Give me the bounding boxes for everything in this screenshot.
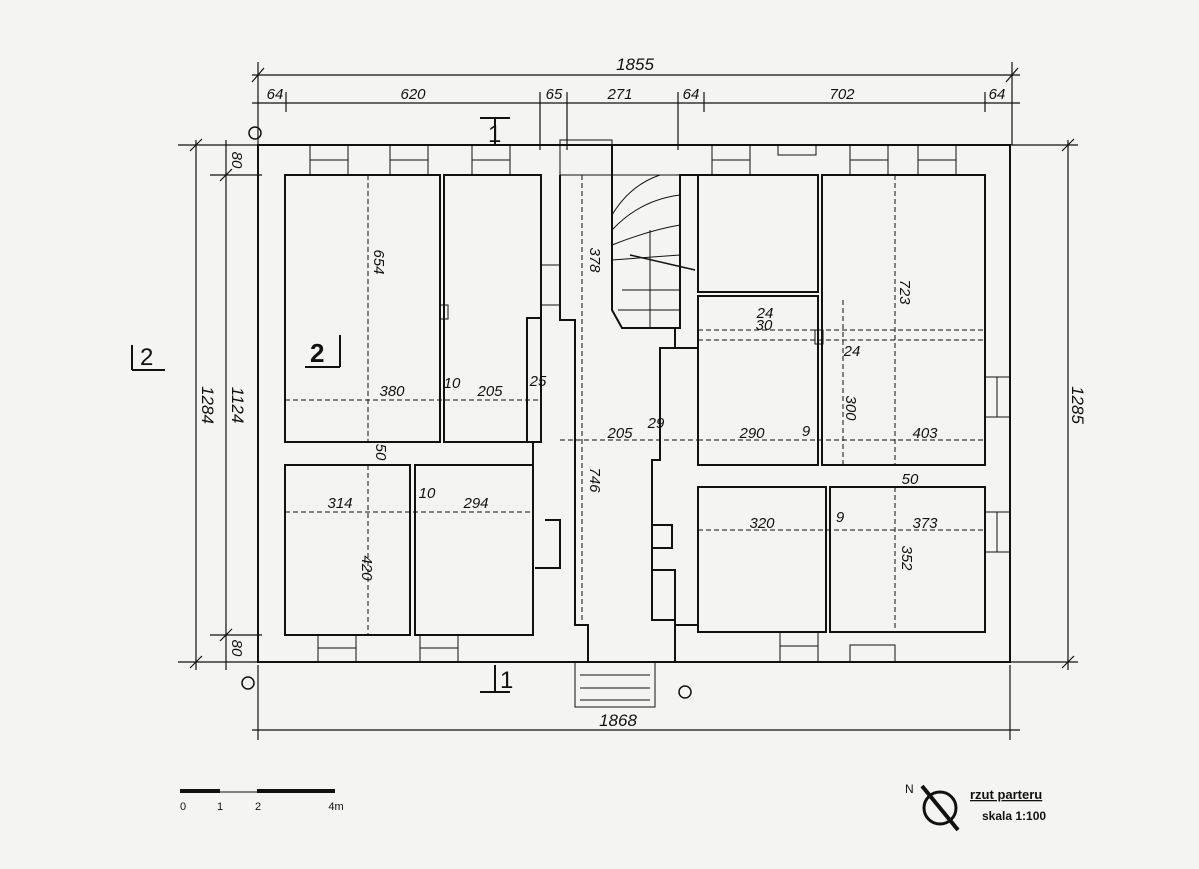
section-markers	[131, 117, 510, 693]
dim-r25: 25	[529, 373, 547, 390]
dim-top-4: 64	[683, 86, 700, 103]
dim-r24b: 24	[843, 343, 861, 360]
section-2-left: 2	[140, 344, 153, 371]
dim-left-wall-bottom: 80	[228, 640, 245, 657]
section-2-room: 2	[310, 338, 324, 368]
dim-r380: 380	[379, 383, 405, 400]
section-1-top: 1	[488, 121, 501, 148]
dim-r654: 654	[370, 249, 387, 274]
dim-r290: 290	[738, 425, 765, 442]
dimension-lines	[178, 62, 1078, 740]
dim-r50b: 50	[902, 471, 919, 488]
dim-top-6: 64	[989, 86, 1006, 103]
dim-top-3: 271	[606, 86, 632, 103]
dim-r746: 746	[586, 467, 603, 493]
dim-top-1: 620	[400, 86, 426, 103]
dim-left-total: 1284	[198, 386, 217, 424]
north-label: N	[905, 782, 914, 796]
section-1-bottom: 1	[500, 667, 513, 694]
openings	[285, 139, 1011, 708]
north-arrow-icon	[920, 784, 960, 832]
dim-top-2: 65	[546, 86, 563, 103]
plan-title: rzut parteru	[970, 787, 1042, 802]
dim-r205a: 205	[476, 383, 503, 400]
dim-r294: 294	[462, 495, 488, 512]
dim-top-5: 702	[829, 86, 855, 103]
dim-r9a: 9	[802, 423, 811, 440]
scale-tick-4m: 4m	[328, 801, 343, 813]
section-labels: 1 1 2 2	[140, 121, 513, 694]
scale-tick-1: 1	[217, 801, 223, 813]
scale-tick-0: 0	[180, 801, 186, 813]
dim-top-total: 1855	[616, 55, 654, 74]
dim-r723: 723	[896, 279, 913, 305]
dim-r24a: 24	[756, 305, 774, 322]
dimension-labels: 1855 64 620 65 271 64 702 64 1868 1284 1…	[198, 55, 1087, 730]
dim-bottom-total: 1868	[599, 711, 637, 730]
dim-r50a: 50	[372, 444, 389, 461]
grid-circles	[241, 126, 692, 699]
dim-r29: 29	[647, 415, 665, 432]
dim-r320: 320	[749, 515, 775, 532]
dim-r10b: 10	[419, 485, 436, 502]
dim-r10a: 10	[444, 375, 461, 392]
dim-r403: 403	[912, 425, 938, 442]
dim-r314: 314	[327, 495, 352, 512]
dim-r352: 352	[898, 545, 915, 571]
dim-r300: 300	[842, 395, 859, 421]
scale-tick-2: 2	[255, 801, 261, 813]
dim-left-wall-top: 80	[228, 152, 245, 169]
dim-left-inner: 1124	[228, 387, 247, 424]
dim-right-total: 1285	[1068, 386, 1087, 424]
dim-r205b: 205	[606, 425, 633, 442]
scale-bar: 0 1 2 4m	[180, 789, 344, 813]
plan-scale: skala 1:100	[982, 809, 1046, 823]
dim-r9b: 9	[836, 509, 845, 526]
dim-r420: 420	[358, 555, 375, 581]
dim-r378: 378	[586, 247, 603, 273]
dim-r373: 373	[912, 515, 938, 532]
dim-r30: 30	[756, 317, 773, 334]
dim-top-0: 64	[267, 86, 284, 103]
